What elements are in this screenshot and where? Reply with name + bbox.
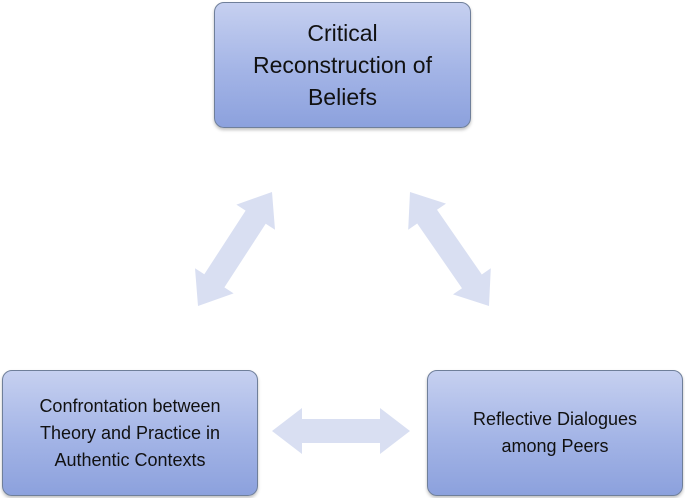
node-label: Confrontation between Theory and Practic… — [39, 395, 221, 470]
node-label: Reflective Dialogues among Peers — [472, 409, 638, 456]
double-arrow-top-left — [195, 192, 275, 306]
double-arrow-left-right — [272, 408, 410, 454]
double-arrow-top-right — [408, 192, 491, 306]
node-confrontation-theory-practice: Confrontation between Theory and Practic… — [2, 370, 258, 496]
node-reflective-dialogues: Reflective Dialogues among Peers — [427, 370, 683, 496]
node-critical-reconstruction-of-beliefs: Critical Reconstruction of Beliefs — [214, 2, 471, 128]
node-label: Critical Reconstruction of Beliefs — [253, 20, 432, 110]
